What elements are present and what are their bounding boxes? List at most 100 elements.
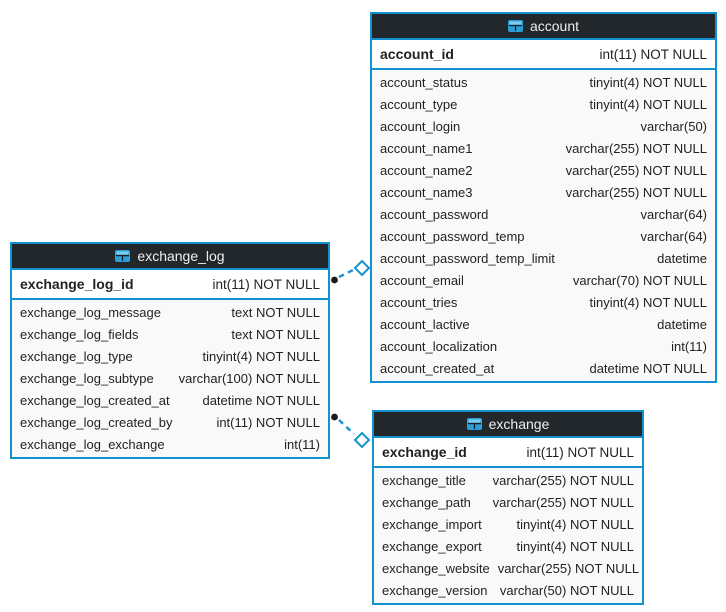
column-type: datetime	[657, 250, 707, 266]
column-name: account_password_temp	[380, 228, 525, 244]
column-name: account_created_at	[380, 360, 495, 376]
table-row: account_tries tinyint(4) NOT NULL	[372, 291, 715, 313]
column-type: varchar(100) NOT NULL	[178, 370, 320, 386]
column-name: account_status	[380, 74, 468, 90]
column-type: varchar(64)	[640, 228, 707, 244]
table-row: exchange_export tinyint(4) NOT NULL	[374, 535, 642, 557]
table-row: exchange_import tinyint(4) NOT NULL	[374, 513, 642, 535]
table-columns: account_status tinyint(4) NOT NULL accou…	[372, 70, 715, 381]
table-row: exchange_log_subtype varchar(100) NOT NU…	[12, 367, 328, 389]
table-icon	[507, 20, 523, 32]
relationship-exchange-log-account[interactable]	[331, 259, 371, 284]
column-type: varchar(70) NOT NULL	[572, 272, 707, 288]
table-row: exchange_path varchar(255) NOT NULL	[374, 491, 642, 513]
column-type: varchar(255) NOT NULL	[565, 162, 707, 178]
column-name: exchange_version	[382, 582, 488, 598]
column-name: exchange_log_fields	[20, 326, 139, 342]
column-name: exchange_log_type	[20, 348, 133, 364]
column-name: exchange_website	[382, 560, 490, 576]
table-row: exchange_log_created_at datetime NOT NUL…	[12, 389, 328, 411]
table-row: account_localization int(11)	[372, 335, 715, 357]
column-name: account_lactive	[380, 316, 470, 332]
column-type: varchar(50)	[640, 118, 707, 134]
relationship-exchange-log-exchange[interactable]	[331, 413, 371, 449]
column-type: datetime NOT NULL	[202, 392, 320, 408]
table-columns: exchange_title varchar(255) NOT NULL exc…	[374, 468, 642, 603]
column-name: exchange_log_id	[20, 276, 134, 292]
column-type: int(11) NOT NULL	[599, 46, 707, 62]
column-name: exchange_title	[382, 472, 466, 488]
column-type: tinyint(4) NOT NULL	[589, 74, 707, 90]
column-type: int(11)	[671, 338, 707, 354]
column-type: int(11) NOT NULL	[212, 276, 320, 292]
table-icon	[466, 418, 482, 430]
table-exchange-log-header: exchange_log	[12, 244, 328, 270]
table-row: account_name3 varchar(255) NOT NULL	[372, 181, 715, 203]
column-name: account_login	[380, 118, 461, 134]
column-name: account_name1	[380, 140, 473, 156]
table-row: account_lactive datetime	[372, 313, 715, 335]
column-name: account_password	[380, 206, 489, 222]
table-row: account_status tinyint(4) NOT NULL	[372, 71, 715, 93]
column-name: account_name3	[380, 184, 473, 200]
column-type: tinyint(4) NOT NULL	[516, 516, 634, 532]
table-row: account_login varchar(50)	[372, 115, 715, 137]
column-type: tinyint(4) NOT NULL	[589, 96, 707, 112]
table-row: exchange_website varchar(255) NOT NULL	[374, 557, 642, 579]
column-type: varchar(255) NOT NULL	[492, 494, 634, 510]
column-name: exchange_log_exchange	[20, 436, 165, 452]
table-row: exchange_log_fields text NOT NULL	[12, 323, 328, 345]
table-title: account	[529, 18, 580, 34]
column-name: account_id	[380, 46, 454, 62]
table-row: account_created_at datetime NOT NULL	[372, 357, 715, 379]
column-name: account_tries	[380, 294, 458, 310]
column-name: account_localization	[380, 338, 498, 354]
column-type: text NOT NULL	[231, 326, 320, 342]
column-name: exchange_log_subtype	[20, 370, 154, 386]
column-name: exchange_path	[382, 494, 471, 510]
table-row: account_type tinyint(4) NOT NULL	[372, 93, 715, 115]
column-name: exchange_log_created_at	[20, 392, 170, 408]
table-row: account_email varchar(70) NOT NULL	[372, 269, 715, 291]
column-name: exchange_log_message	[20, 304, 161, 320]
table-row: account_name1 varchar(255) NOT NULL	[372, 137, 715, 159]
column-type: varchar(255) NOT NULL	[565, 140, 707, 156]
table-exchange[interactable]: exchange exchange_id int(11) NOT NULL ex…	[372, 410, 644, 605]
table-row: exchange_log_type tinyint(4) NOT NULL	[12, 345, 328, 367]
table-row: account_password varchar(64)	[372, 203, 715, 225]
column-name: exchange_export	[382, 538, 482, 554]
column-type: varchar(64)	[640, 206, 707, 222]
column-type: varchar(50) NOT NULL	[499, 582, 634, 598]
table-row: exchange_title varchar(255) NOT NULL	[374, 469, 642, 491]
primary-key-row: exchange_id int(11) NOT NULL	[374, 438, 642, 468]
column-type: text NOT NULL	[231, 304, 320, 320]
primary-key-row: account_id int(11) NOT NULL	[372, 40, 715, 70]
column-type: varchar(255) NOT NULL	[497, 560, 640, 576]
table-row: exchange_log_exchange int(11)	[12, 433, 328, 455]
column-type: varchar(255) NOT NULL	[492, 472, 634, 488]
column-type: tinyint(4) NOT NULL	[516, 538, 634, 554]
table-row: exchange_log_created_by int(11) NOT NULL	[12, 411, 328, 433]
column-type: int(11)	[284, 436, 320, 452]
column-type: int(11) NOT NULL	[526, 444, 634, 460]
column-name: account_name2	[380, 162, 473, 178]
table-title: exchange	[488, 416, 550, 432]
column-name: exchange_import	[382, 516, 482, 532]
column-name: account_email	[380, 272, 464, 288]
column-name: account_type	[380, 96, 458, 112]
table-exchange-log[interactable]: exchange_log exchange_log_id int(11) NOT…	[10, 242, 330, 459]
table-account-header: account	[372, 14, 715, 40]
table-row: exchange_log_message text NOT NULL	[12, 301, 328, 323]
column-name: exchange_log_created_by	[20, 414, 173, 430]
column-type: varchar(255) NOT NULL	[565, 184, 707, 200]
table-row: exchange_version varchar(50) NOT NULL	[374, 579, 642, 601]
primary-key-row: exchange_log_id int(11) NOT NULL	[12, 270, 328, 300]
table-title: exchange_log	[137, 248, 225, 264]
column-type: datetime	[657, 316, 707, 332]
column-type: datetime NOT NULL	[589, 360, 707, 376]
column-type: tinyint(4) NOT NULL	[589, 294, 707, 310]
table-account[interactable]: account account_id int(11) NOT NULL acco…	[370, 12, 717, 383]
table-icon	[115, 250, 131, 262]
table-row: account_name2 varchar(255) NOT NULL	[372, 159, 715, 181]
